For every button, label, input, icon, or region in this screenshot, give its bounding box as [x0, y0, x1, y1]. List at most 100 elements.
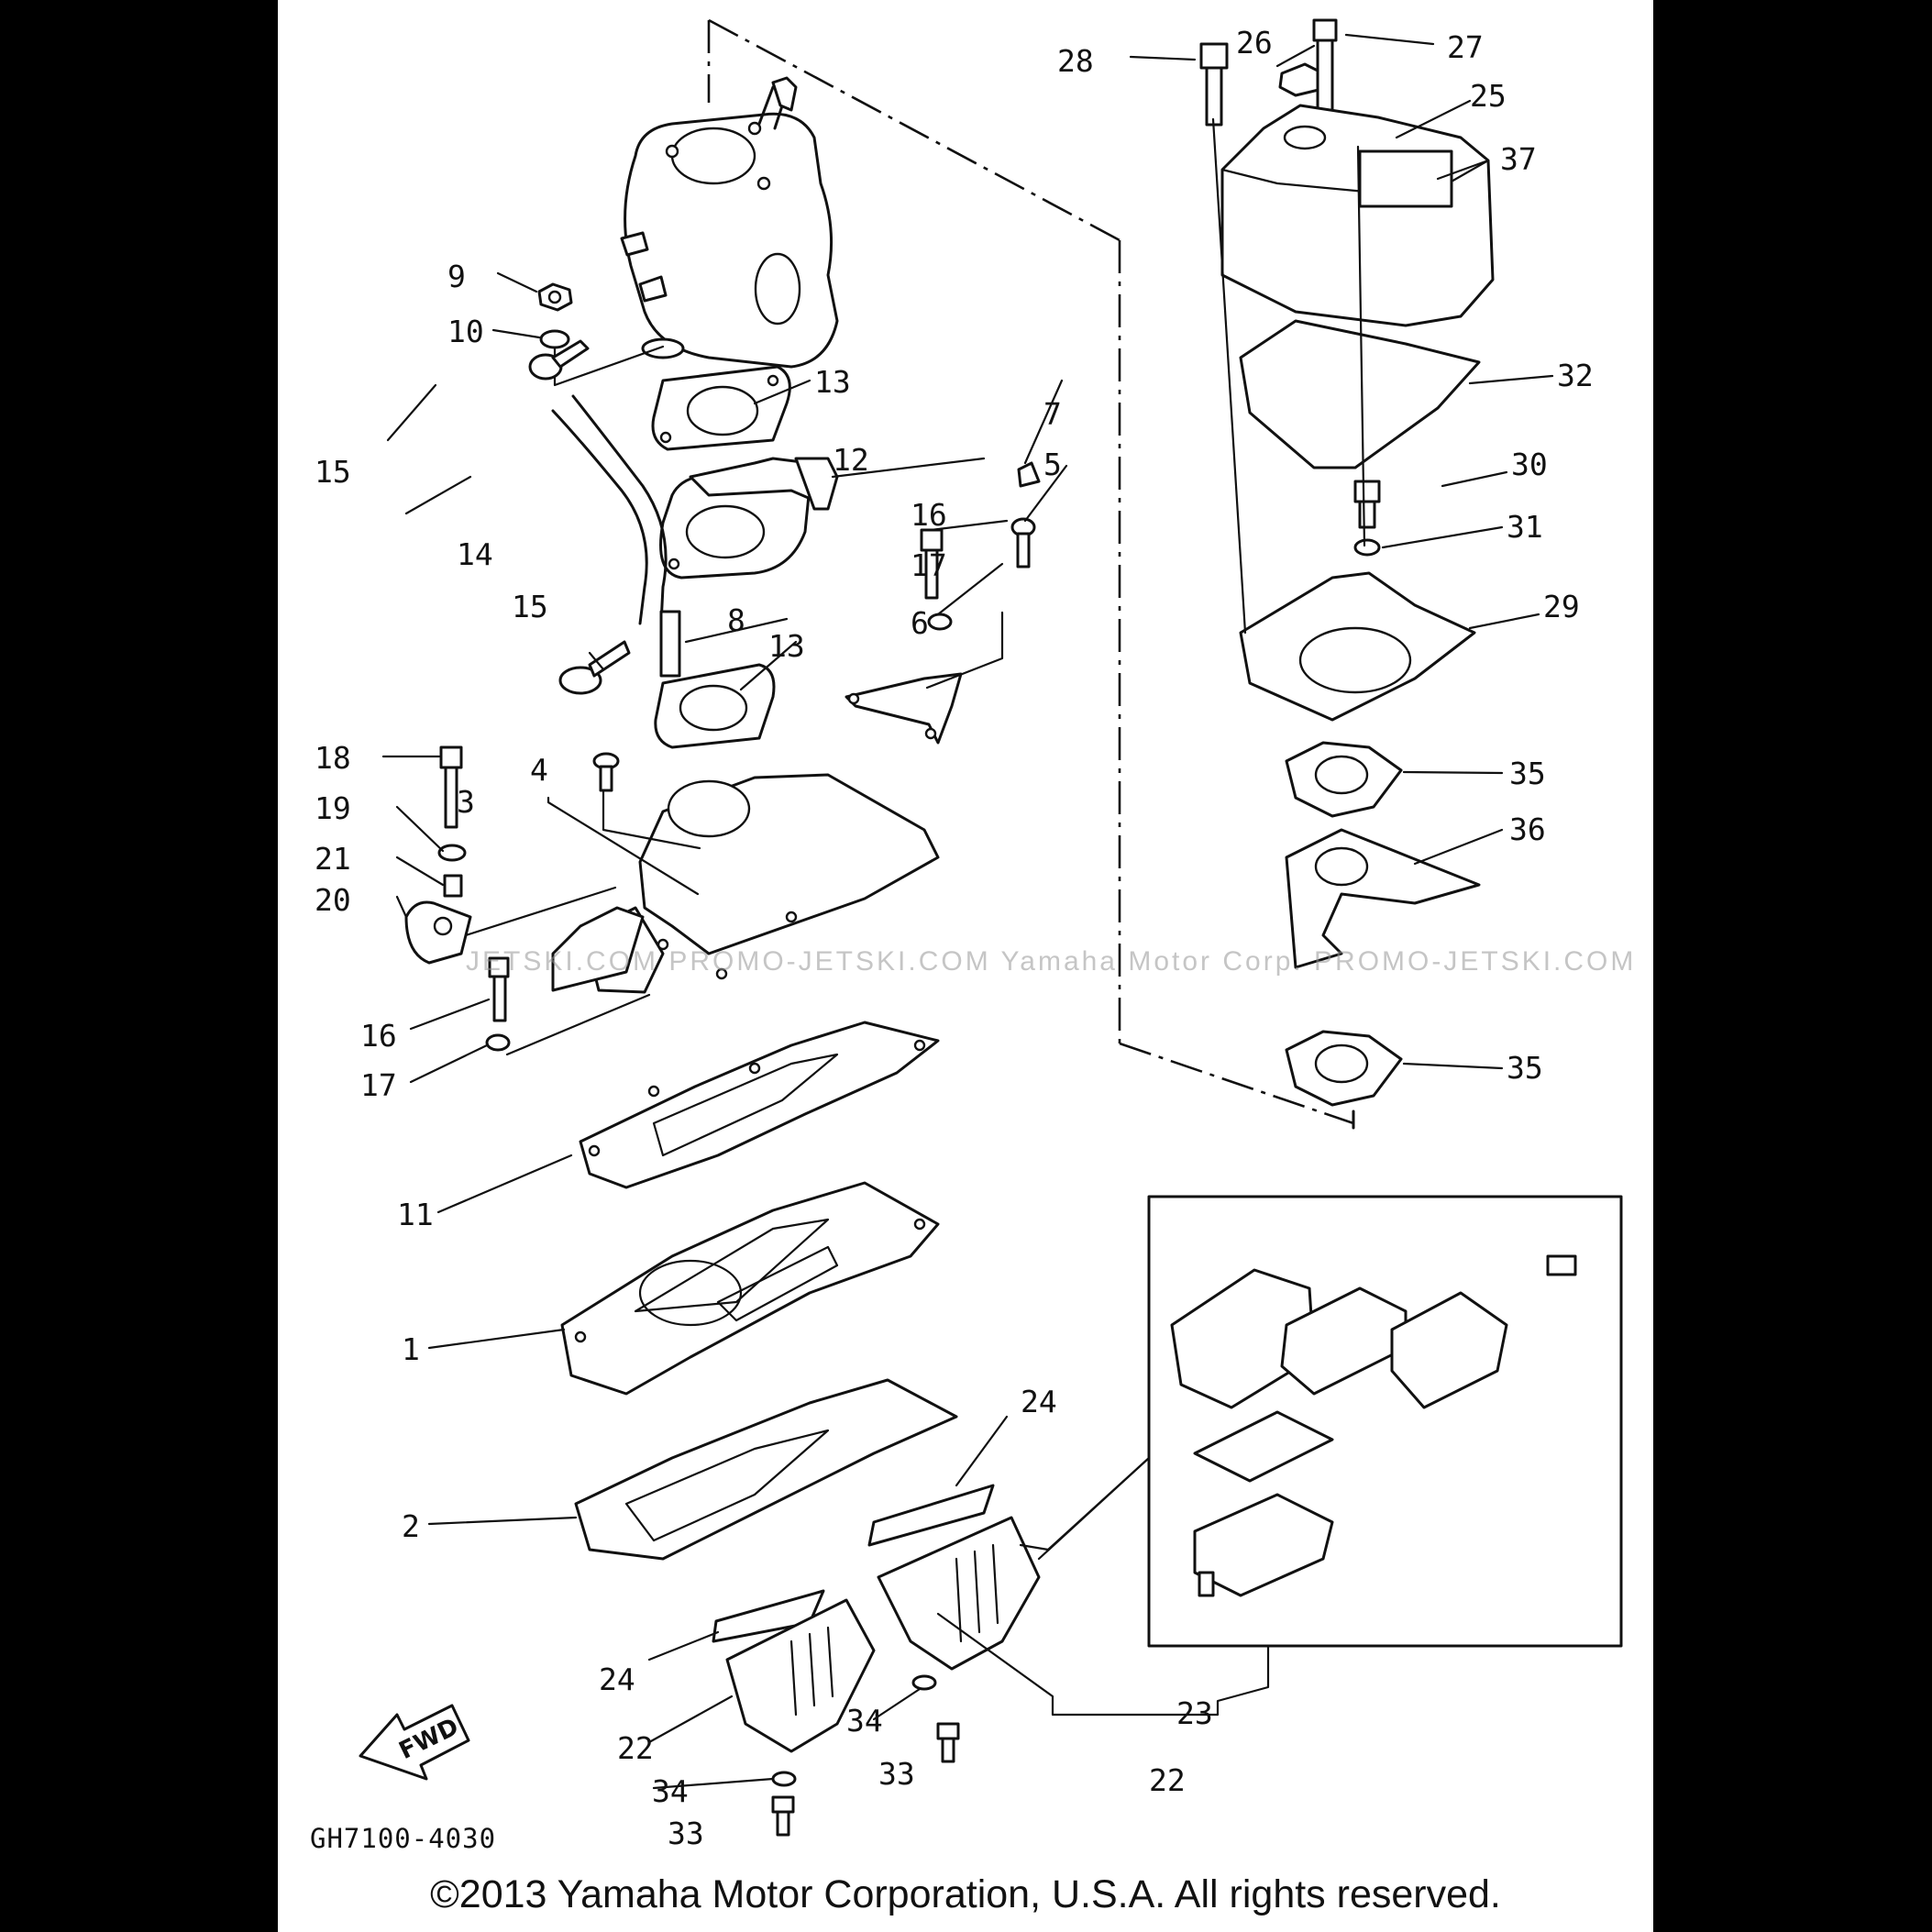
callout-16: 16 — [360, 1018, 397, 1054]
callout-30: 30 — [1511, 447, 1548, 482]
assembly-line — [1211, 117, 1247, 635]
washer-part — [927, 613, 953, 631]
intake-manifold-part — [551, 773, 940, 994]
exploded-view-drawing: FWD — [359, 18, 1623, 1837]
bolt-part — [439, 745, 463, 829]
leader-line — [602, 789, 701, 850]
gasket-part — [1285, 1030, 1403, 1107]
callout-33: 33 — [668, 1816, 704, 1851]
callout-12: 12 — [833, 442, 869, 478]
clamp-part — [528, 339, 590, 381]
reed-valve-housing-part — [560, 1181, 940, 1396]
callout-17: 17 — [360, 1067, 397, 1103]
callout-26: 26 — [1236, 25, 1273, 61]
callout-8: 8 — [727, 602, 745, 638]
reed-valve-inset-box — [1019, 1195, 1623, 1648]
callout-9: 9 — [447, 259, 466, 294]
callout-17: 17 — [911, 547, 947, 583]
callout-13: 13 — [814, 364, 851, 400]
washer-part — [437, 844, 467, 862]
gasket-part — [579, 1021, 940, 1189]
bolt-part — [488, 956, 510, 1022]
leader-line — [546, 796, 700, 896]
throttle-body-part — [620, 76, 839, 369]
callout-23: 23 — [1176, 1695, 1213, 1731]
copyright-notice: ©2013 Yamaha Motor Corporation, U.S.A. A… — [430, 1872, 1501, 1916]
leader-line — [464, 886, 617, 937]
callout-1: 1 — [402, 1331, 420, 1367]
diagram-code: GH7100-4030 — [310, 1823, 497, 1854]
callout-24: 24 — [1021, 1384, 1057, 1419]
leader-line — [505, 993, 651, 1056]
callout-4: 4 — [530, 752, 548, 788]
callout-15: 15 — [512, 589, 548, 624]
air-box-cover-part — [1220, 104, 1495, 327]
callout-33: 33 — [878, 1756, 915, 1792]
callout-11: 11 — [397, 1197, 434, 1232]
callout-34: 34 — [846, 1703, 883, 1739]
bracket-part — [1285, 828, 1481, 969]
bolt-part — [1353, 480, 1381, 529]
washer-part — [771, 1771, 797, 1787]
cap-part — [1017, 461, 1041, 488]
callout-leader-lines — [381, 33, 1554, 1790]
callout-13: 13 — [768, 628, 805, 664]
callout-19: 19 — [315, 790, 351, 826]
gasket-part — [651, 365, 791, 451]
callout-36: 36 — [1509, 811, 1546, 847]
callout-24: 24 — [599, 1662, 635, 1697]
gasket-part — [1285, 741, 1403, 818]
callout-10: 10 — [447, 314, 484, 349]
bracket-part — [845, 672, 963, 745]
callout-32: 32 — [1557, 358, 1594, 393]
washer-part — [1353, 538, 1381, 557]
clamp-part — [558, 640, 631, 695]
callout-27: 27 — [1447, 29, 1484, 65]
callout-20: 20 — [315, 882, 351, 918]
callout-14: 14 — [457, 536, 493, 572]
carburetor-joint-part — [659, 457, 839, 580]
callout-5: 5 — [1043, 447, 1062, 482]
assembly-frame-lines — [707, 18, 1355, 1130]
callout-31: 31 — [1507, 509, 1543, 545]
callout-3: 3 — [457, 784, 475, 820]
bolt-part — [592, 752, 620, 792]
hose-part — [551, 409, 648, 625]
bolt-part — [1199, 42, 1229, 127]
air-box-base-part — [1239, 571, 1476, 722]
collar-part — [443, 874, 463, 898]
washer-part — [485, 1033, 511, 1052]
callout-28: 28 — [1057, 43, 1094, 79]
callout-7: 7 — [1043, 396, 1062, 432]
callout-15: 15 — [315, 454, 351, 490]
hose-part-edge — [571, 394, 668, 625]
reed-valve-part — [877, 1516, 1041, 1671]
screw-part — [936, 1722, 960, 1763]
callout-34: 34 — [652, 1773, 689, 1809]
callout-2: 2 — [402, 1508, 420, 1544]
callout-6: 6 — [911, 605, 929, 641]
parts-diagram-sheet: FWD — [278, 0, 1653, 1932]
callout-18: 18 — [315, 740, 351, 776]
callout-22: 22 — [617, 1730, 654, 1766]
forward-arrow-icon: FWD — [359, 1704, 470, 1781]
nut-part — [537, 282, 573, 312]
callout-16: 16 — [911, 497, 947, 533]
washer-part — [911, 1674, 937, 1691]
callout-22: 22 — [1149, 1762, 1186, 1798]
callout-37: 37 — [1500, 141, 1537, 177]
gasket-part — [867, 1484, 995, 1547]
assembly-line — [1356, 145, 1366, 547]
leader-line — [936, 1612, 1270, 1717]
stud-part — [659, 610, 681, 678]
callout-29: 29 — [1543, 589, 1580, 624]
reed-valve-part — [725, 1598, 876, 1753]
fitting-part — [1010, 517, 1036, 569]
gasket-part — [574, 1378, 958, 1561]
watermark-text: JETSKI.COM PROMO-JETSKI.COM Yamaha Motor… — [466, 946, 1637, 977]
gasket-part — [1239, 319, 1481, 469]
bracket-part — [404, 900, 472, 965]
screw-part — [771, 1795, 795, 1837]
leader-line — [925, 611, 1004, 690]
